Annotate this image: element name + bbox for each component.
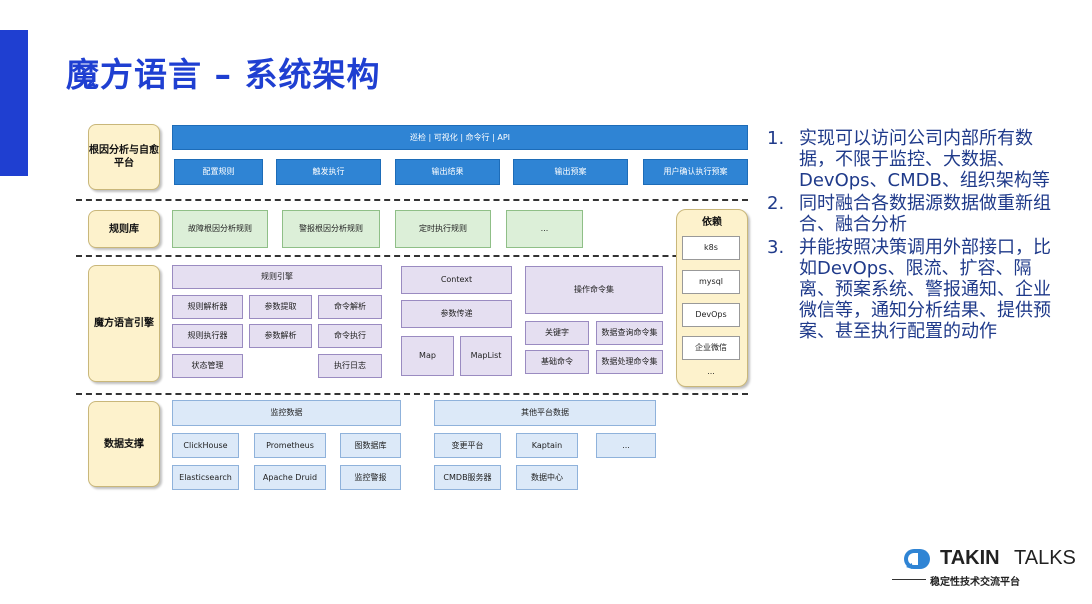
op-cell: 基础命令 — [525, 350, 589, 374]
note-text: 实现可以访问公司内部所有数据，不限于监控、大数据、DevOps、CMDB、组织架… — [799, 128, 1050, 191]
engine-cell: 执行日志 — [318, 354, 382, 378]
other-item: 变更平台 — [434, 433, 501, 458]
dep-item: DevOps — [682, 303, 740, 327]
logo-brand-a: TAKIN — [940, 547, 1000, 569]
maplist-box: MapList — [460, 336, 512, 376]
rule-item: 定时执行规则 — [395, 210, 491, 248]
root-item: 输出预案 — [513, 159, 628, 185]
op-cell: 数据处理命令集 — [596, 350, 663, 374]
takintalks-logo: TAKIN TALKS 稳定性技术交流平台 — [892, 547, 1080, 599]
engine-cell: 参数解析 — [249, 324, 312, 348]
context-box: Context — [401, 266, 512, 294]
dep-item: 企业微信 — [682, 336, 740, 360]
other-header: 其他平台数据 — [434, 400, 656, 426]
monitor-item: 监控警报 — [340, 465, 401, 490]
engine-cell: 状态管理 — [172, 354, 243, 378]
note-text: 同时融合各数据源数据做重新组合、融合分析 — [799, 193, 1051, 235]
note-number: 2. — [767, 193, 785, 214]
engine-cell: 参数提取 — [249, 295, 312, 319]
root-item: 触发执行 — [276, 159, 381, 185]
interface-bar: 巡检 | 可视化 | 命令行 | API — [172, 125, 748, 150]
engine-cell: 规则解析器 — [172, 295, 243, 319]
rule-item: ... — [506, 210, 583, 248]
note-number: 1. — [767, 128, 785, 149]
engine-cell: 命令解析 — [318, 295, 382, 319]
op-cell: 数据查询命令集 — [596, 321, 663, 345]
layer-separator — [76, 255, 748, 257]
monitor-item: Elasticsearch — [172, 465, 239, 490]
note-item: 1. 实现可以访问公司内部所有数据，不限于监控、大数据、DevOps、CMDB、… — [767, 128, 1067, 191]
dep-item: mysql — [682, 270, 740, 294]
slide-title: 魔方语言 – 系统架构 — [66, 55, 381, 94]
monitor-item: Prometheus — [254, 433, 326, 458]
root-item: 输出结果 — [395, 159, 500, 185]
layer-separator — [76, 393, 748, 395]
deps-title: 依赖 — [702, 217, 722, 228]
engine-cell: 规则执行器 — [172, 324, 243, 348]
other-item: ... — [596, 433, 656, 458]
other-item: 数据中心 — [516, 465, 578, 490]
monitor-item: 图数据库 — [340, 433, 401, 458]
layer-label-root: 根因分析与自愈平台 — [88, 124, 160, 190]
rule-item: 警报根因分析规则 — [282, 210, 380, 248]
map-box: Map — [401, 336, 454, 376]
monitor-item: ClickHouse — [172, 433, 239, 458]
other-item: Kaptain — [516, 433, 578, 458]
note-text: 并能按照决策调用外部接口，比如DevOps、限流、扩容、隔离、预案系统、警报通知… — [799, 237, 1051, 342]
logo-brand-b: TALKS — [1014, 547, 1076, 569]
other-item: CMDB服务器 — [434, 465, 501, 490]
root-item: 用户确认执行预案 — [643, 159, 748, 185]
layer-label-data: 数据支撑 — [88, 401, 160, 487]
note-item: 3. 并能按照决策调用外部接口，比如DevOps、限流、扩容、隔离、预案系统、警… — [767, 237, 1067, 342]
monitor-header: 监控数据 — [172, 400, 401, 426]
architecture-diagram: 根因分析与自愈平台 巡检 | 可视化 | 命令行 | API 配置规则 触发执行… — [76, 124, 748, 490]
dep-item: ... — [707, 367, 715, 376]
rule-item: 故障根因分析规则 — [172, 210, 268, 248]
engine-cell: 命令执行 — [318, 324, 382, 348]
op-set-header: 操作命令集 — [525, 266, 663, 314]
layer-label-rules: 规则库 — [88, 210, 160, 248]
logo-subtitle: 稳定性技术交流平台 — [930, 577, 1020, 588]
dep-item: k8s — [682, 236, 740, 260]
param-pass-box: 参数传递 — [401, 300, 512, 328]
logo-divider — [892, 579, 926, 580]
accent-bar — [0, 30, 28, 176]
layer-separator — [76, 199, 748, 201]
op-cell: 关键字 — [525, 321, 589, 345]
root-item: 配置规则 — [174, 159, 263, 185]
notes-list: 1. 实现可以访问公司内部所有数据，不限于监控、大数据、DevOps、CMDB、… — [767, 128, 1067, 344]
note-item: 2. 同时融合各数据源数据做重新组合、融合分析 — [767, 193, 1067, 235]
layer-label-engine: 魔方语言引擎 — [88, 265, 160, 382]
monitor-item: Apache Druid — [254, 465, 326, 490]
note-number: 3. — [767, 237, 785, 258]
speech-bubble-icon — [904, 549, 930, 569]
rule-engine-header: 规则引擎 — [172, 265, 382, 289]
